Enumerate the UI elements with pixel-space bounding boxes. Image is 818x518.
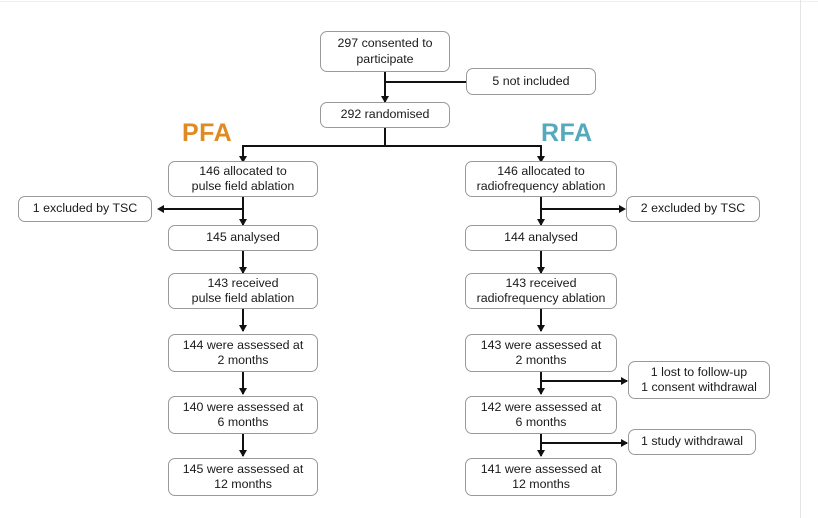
node-pfa-month-12: 145 were assessed at 12 months [168,458,318,496]
page-top-rule [0,1,818,2]
connector-pfa-m2-to-m6 [242,372,244,394]
connector-rfa-allocated-to-analysed [540,197,542,225]
node-pfa-received: 143 received pulse field ablation [168,273,318,309]
arrowhead-pfa-analysed-to-received [238,267,247,274]
arrowhead-rfa-m2-to-losses [621,376,628,385]
connector-rfa-to-excluded [540,208,624,210]
arrowhead-rfa-m2-to-m6 [536,388,545,395]
node-pfa-excluded: 1 excluded by TSC [18,196,152,222]
arrowhead-rfa-received-to-m2 [536,325,545,332]
node-pfa-month-6: 140 were assessed at 6 months [168,396,318,434]
page-right-rule [800,0,801,518]
node-rfa-month-12: 141 were assessed at 12 months [465,458,617,496]
connector-pfa-received-to-m2 [242,309,244,331]
arrowhead-rfa-m6-to-withdrawal [621,438,628,447]
connector-rfa-m6-to-withdrawal [540,442,627,444]
connector-randomised-stem [384,128,386,147]
node-rfa-allocated: 146 allocated to radiofrequency ablation [465,161,617,197]
node-rfa-received: 143 received radiofrequency ablation [465,273,617,309]
connector-pfa-allocated-to-analysed [242,197,244,225]
connector-pfa-analysed-to-received [242,251,244,273]
arrowhead-rfa-m6-to-m12 [536,450,545,457]
arrowhead-pfa-to-excluded [157,204,164,213]
node-consented: 297 consented to participate [320,31,450,72]
node-randomised: 292 randomised [320,102,450,128]
arrowhead-split-to-pfa [238,156,247,163]
arrowhead-pfa-received-to-m2 [238,325,247,332]
connector-pfa-to-excluded [160,208,244,210]
node-rfa-month-2: 143 were assessed at 2 months [465,334,617,372]
connector-rfa-analysed-to-received [540,251,542,273]
connector-to-not-included [384,81,477,83]
node-rfa-analysed: 144 analysed [465,225,617,251]
arrowhead-rfa-to-excluded [619,204,626,213]
connector-rfa-m2-to-m6 [540,372,542,394]
connector-split-to-pfa [242,145,244,161]
arrowhead-rfa-allocated-to-analysed [536,219,545,226]
connector-rfa-m2-to-losses [540,380,627,382]
connector-pfa-m6-to-m12 [242,434,244,456]
arrowhead-pfa-allocated-to-analysed [238,219,247,226]
arm-label-pfa: PFA [182,119,233,147]
node-pfa-analysed: 145 analysed [168,225,318,251]
node-pfa-allocated: 146 allocated to pulse field ablation [168,161,318,197]
connector-randomisation-split-bar [242,145,542,147]
connector-rfa-received-to-m2 [540,309,542,331]
connector-rfa-m6-to-m12 [540,434,542,456]
node-not-included: 5 not included [466,68,596,95]
connector-split-to-rfa [540,145,542,161]
node-rfa-month-6: 142 were assessed at 6 months [465,396,617,434]
arrowhead-split-to-rfa [536,156,545,163]
arrowhead-rfa-analysed-to-received [536,267,545,274]
arrowhead-pfa-m2-to-m6 [238,388,247,395]
arrowhead-pfa-m6-to-m12 [238,450,247,457]
connector-consented-to-randomised [384,72,386,102]
arm-label-rfa: RFA [541,119,593,147]
node-rfa-losses-after-month-2: 1 lost to follow-up 1 consent withdrawal [628,361,770,399]
arrowhead-consented-to-randomised [380,96,389,103]
node-rfa-withdrawal-after-month-6: 1 study withdrawal [628,429,756,455]
node-rfa-excluded: 2 excluded by TSC [626,196,760,222]
node-pfa-month-2: 144 were assessed at 2 months [168,334,318,372]
